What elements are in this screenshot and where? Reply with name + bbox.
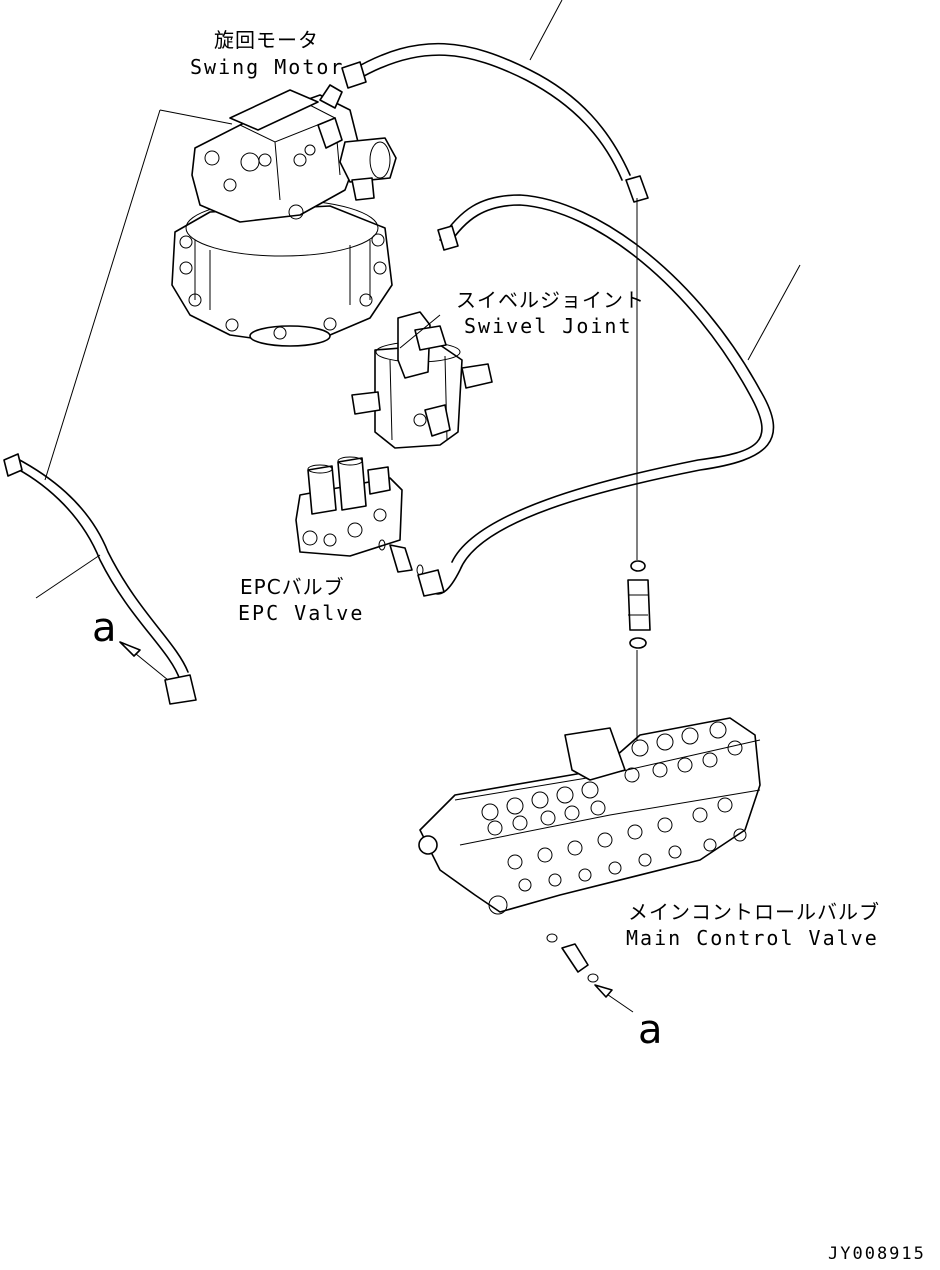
main-control-valve-label-ja: メインコントロールバルブ xyxy=(628,900,880,924)
epc-valve-label-en: EPC Valve xyxy=(238,601,365,625)
swivel-joint-label-ja: スイベルジョイント xyxy=(456,288,645,312)
hoses xyxy=(3,42,775,740)
swing-motor-label-ja: 旋回モータ xyxy=(214,28,319,52)
swing-motor-drawing xyxy=(171,84,397,347)
swivel-joint-label-en: Swivel Joint xyxy=(464,314,633,338)
main-control-valve-drawing xyxy=(418,717,761,983)
callout-a-right: a xyxy=(638,1007,663,1053)
leader-lines xyxy=(35,0,801,1013)
epc-valve-drawing xyxy=(295,456,424,576)
epc-valve-label-ja: EPCバルブ xyxy=(240,575,345,599)
swing-motor-label-en: Swing Motor xyxy=(190,55,345,79)
drawing-code: JY008915 xyxy=(828,1244,926,1264)
callout-a-left: a xyxy=(92,605,117,651)
main-control-valve-label-en: Main Control Valve xyxy=(626,926,879,950)
swivel-joint-drawing xyxy=(351,311,493,449)
